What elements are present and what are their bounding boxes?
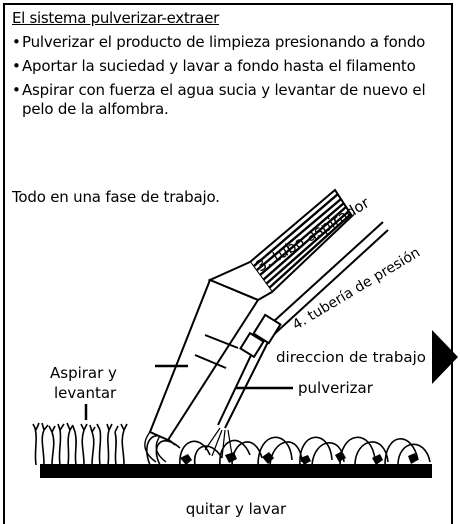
bullet-item: Pulverizar el producto de limpieza presi… [12, 33, 432, 52]
summary-text: Todo en una fase de trabajo. [12, 188, 220, 206]
spray-jets [204, 427, 233, 459]
tube-label: 3. tubo aspirador [253, 193, 373, 275]
aspirar-label-line2: levantar [54, 384, 117, 402]
bullet-item: Aspirar con fuerza el agua sucia y levan… [12, 81, 432, 119]
suction-tube [207, 188, 354, 302]
suction-stream [144, 431, 167, 463]
bullet-item: Aportar la suciedad y lavar a fondo hast… [12, 57, 432, 76]
dirt-particles [180, 451, 418, 465]
carpet-pile [32, 422, 431, 466]
carpet-backing [40, 464, 432, 478]
spray-label: pulverizar [298, 379, 374, 397]
leader-lines [84, 364, 293, 420]
bottom-label: quitar y lavar [186, 500, 287, 518]
direction-label: direccion de trabajo [276, 350, 426, 366]
aspirar-label-line1: Aspirar y [50, 364, 117, 382]
bullet-list: Pulverizar el producto de limpieza presi… [12, 33, 432, 124]
nozzle-body [148, 278, 260, 442]
diagram-frame [3, 3, 453, 524]
diagram-title: El sistema pulverizar-extraer [12, 9, 219, 27]
valve-connector [239, 313, 282, 359]
triangle-right-icon [432, 330, 458, 384]
